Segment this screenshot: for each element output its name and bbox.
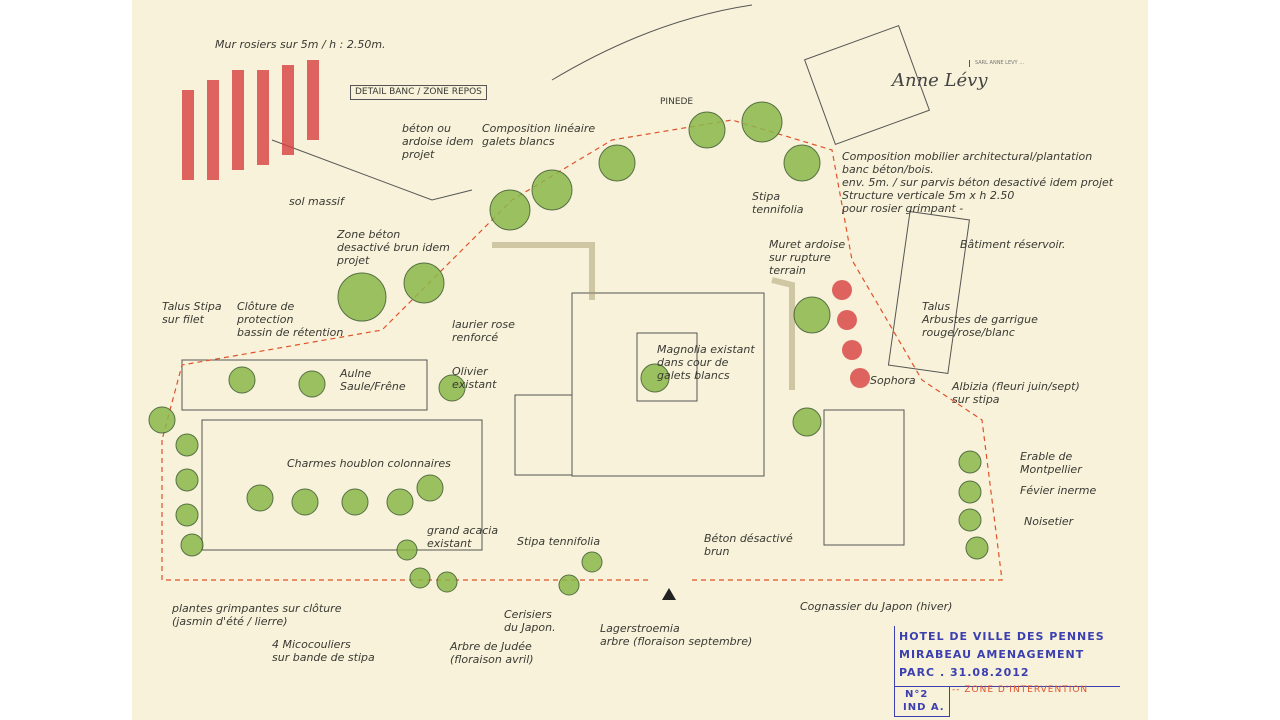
label-cloture: Clôture de protection bassin de rétentio…	[237, 300, 344, 339]
label-batiment-reservoir: Bâtiment réservoir.	[960, 238, 1066, 251]
label-stipa-tennifolia-bottom: Stipa tennifolia	[517, 535, 601, 548]
reservoir-building	[887, 211, 970, 374]
label-albizia: Albizia (fleuri juin/sept) sur stipa	[952, 380, 1080, 406]
architect-signature: Anne Lévy	[892, 70, 988, 91]
entrance-marker	[662, 588, 676, 600]
site-plan-drawing	[148, 4, 1003, 600]
label-magnolia: Magnolia existant dans cour de galets bl…	[657, 343, 755, 382]
architect-stamp: SARL ANNE LEVY ...	[969, 60, 1055, 67]
label-beton-brun: Béton désactivé brun	[704, 532, 793, 558]
label-arbre-judee: Arbre de Judée (floraison avril)	[450, 640, 534, 666]
label-aulne: Aulne Saule/Frêne	[340, 367, 406, 393]
legend-intervention-zone: -- ZONE D'INTERVENTION	[952, 685, 1089, 695]
bench-zone	[271, 139, 473, 201]
rose-wall	[182, 60, 870, 388]
label-detail-banc: DETAIL BANC / ZONE REPOS	[350, 85, 487, 100]
label-pinede: PINEDE	[660, 97, 694, 107]
label-zone-beton: Zone béton desactivé brun idem projet	[337, 228, 450, 267]
title-line-1: HOTEL DE VILLE DES PENNES	[899, 630, 1105, 643]
building-wing-east	[823, 409, 905, 546]
label-beton-ardoise: béton ou ardoise idem projet	[402, 122, 474, 161]
main-building	[571, 292, 765, 477]
sheet-number-box: N°2 IND A.	[894, 686, 950, 717]
label-charmes: Charmes houblon colonnaires	[287, 457, 451, 470]
plot-outline	[803, 24, 931, 146]
label-plantes-grimpantes: plantes grimpantes sur clôture (jasmin d…	[172, 602, 342, 628]
label-micocouliers: 4 Micocouliers sur bande de stipa	[272, 638, 375, 664]
sheet-number: N°2	[905, 689, 929, 700]
label-mur-rosiers: Mur rosiers sur 5m / h : 2.50m.	[215, 38, 386, 51]
label-composition-mobilier: Composition mobilier architectural/plant…	[842, 150, 1114, 215]
label-cerisiers: Cerisiers du Japon.	[504, 608, 556, 634]
trees	[148, 101, 989, 596]
label-composition-lineaire: Composition linéaire galets blancs	[482, 122, 596, 148]
title-line-2: MIRABEAU AMENAGEMENT	[899, 648, 1085, 661]
intervention-zone-boundary	[161, 119, 1003, 581]
label-stipa-tennifolia-top: Stipa tennifolia	[752, 190, 804, 216]
label-lagerstroemia: Lagerstroemia arbre (floraison septembre…	[600, 622, 753, 648]
label-erable: Erable de Montpellier	[1020, 450, 1082, 476]
magnolia-courtyard	[636, 332, 698, 402]
label-sophora: Sophora	[870, 374, 916, 387]
label-noisetier: Noisetier	[1024, 515, 1074, 528]
title-block: HOTEL DE VILLE DES PENNES MIRABEAU AMENA…	[894, 626, 1120, 687]
retention-basin	[181, 359, 428, 411]
label-talus-arbustes: Talus Arbustes de garrigue rouge/rose/bl…	[922, 300, 1038, 339]
label-talus-stipa: Talus Stipa sur filet	[162, 300, 222, 326]
label-sol-massif: sol massif	[289, 195, 344, 208]
label-muret-ardoise: Muret ardoise sur rupture terrain	[769, 238, 846, 277]
parking-area	[201, 419, 483, 551]
path-line	[551, 4, 753, 81]
label-olivier: Olivier existant	[452, 365, 497, 391]
title-line-3: PARC . 31.08.2012	[899, 666, 1030, 679]
label-cognassier: Cognassier du Japon (hiver)	[800, 600, 953, 613]
label-laurier: laurier rose renforcé	[452, 318, 515, 344]
sheet-index: IND A.	[903, 702, 945, 713]
building-wing-west	[514, 394, 573, 476]
label-fevier: Févier inerme	[1020, 484, 1097, 497]
plan-sheet: Anne Lévy SARL ANNE LEVY ... Mur rosiers…	[132, 0, 1148, 720]
label-grand-acacia: grand acacia existant	[427, 524, 499, 550]
